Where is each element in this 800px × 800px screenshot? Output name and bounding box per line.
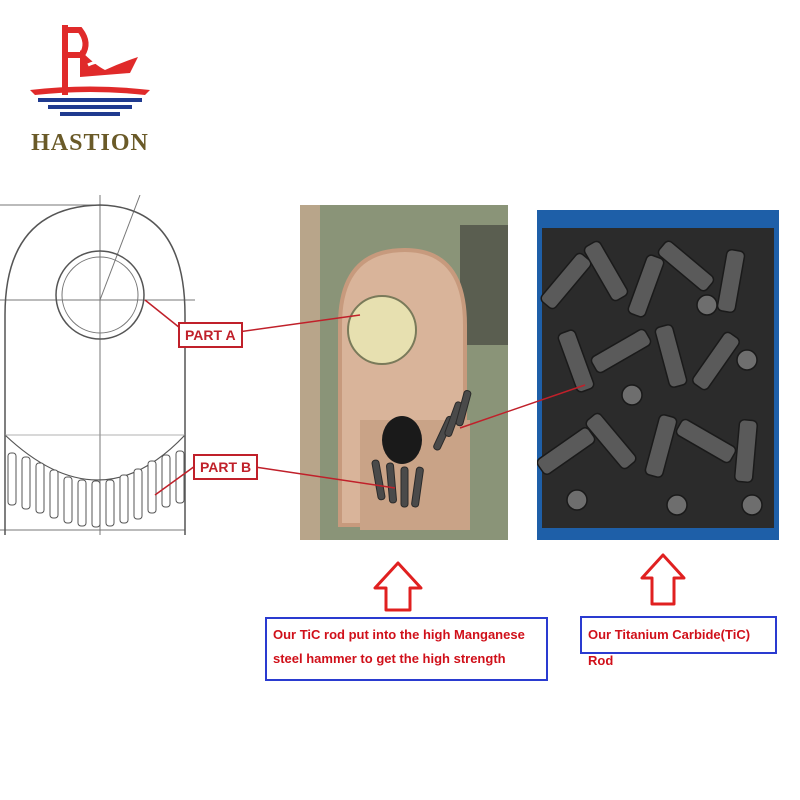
brand-name: HASTION <box>31 130 149 156</box>
tic-rods-photo <box>536 210 779 540</box>
mold-caption-line-1: Our TiC rod put into the high Manganese <box>273 627 525 642</box>
hastion-logo <box>20 15 160 165</box>
mold-caption: Our TiC rod put into the high Manganese … <box>265 617 548 681</box>
up-arrow-icon <box>640 553 686 606</box>
rods-caption: Our Titanium Carbide(TiC) Rod <box>580 616 777 668</box>
part-a-label: PART A <box>178 322 243 348</box>
mold-caption-line-2: steel hammer to get the high strength <box>273 651 506 666</box>
hammer-technical-drawing <box>0 194 260 555</box>
part-b-label: PART B <box>193 454 259 480</box>
hammer-mold-photo <box>300 205 508 540</box>
up-arrow-icon <box>373 561 423 612</box>
